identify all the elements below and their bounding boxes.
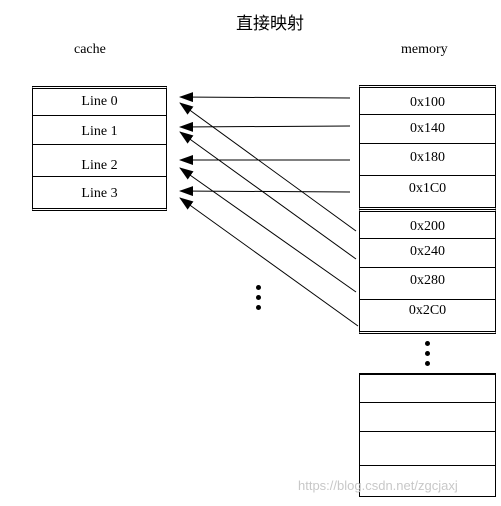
mapping-arrow (179, 92, 351, 103)
cache-label: cache (74, 42, 106, 57)
mapping-arrow (179, 186, 351, 197)
ellipsis-dot (425, 341, 430, 346)
diagram-title: 直接映射 (236, 14, 304, 34)
memory-cell-empty (359, 465, 496, 497)
memory-address-label: 0x2C0 (408, 303, 447, 318)
mapping-arrow (179, 102, 357, 232)
cache-line-0-label: Line 0 (81, 94, 118, 109)
memory-cell-0x2C0: 0x2C0 (359, 299, 496, 334)
cache-line-2-label: Line 2 (81, 158, 118, 173)
mapping-arrow (179, 197, 359, 327)
cache-line-0: Line 0 (32, 86, 167, 116)
memory-cell-0x100: 0x100 (359, 85, 496, 115)
ellipsis-dot (256, 295, 261, 300)
cache-line-2: Line 2 (32, 144, 167, 177)
cache-line-3: Line 3 (32, 176, 167, 211)
memory-address-label: 0x180 (410, 150, 445, 165)
ellipsis-dot (425, 361, 430, 366)
ellipsis-dot (256, 285, 261, 290)
mapping-arrow (179, 131, 357, 260)
memory-cell-empty (359, 431, 496, 466)
memory-address-label: 0x240 (410, 244, 445, 259)
memory-cell-0x240: 0x240 (359, 238, 496, 268)
memory-address-label: 0x100 (410, 95, 445, 110)
memory-address-label: 0x280 (410, 273, 445, 288)
mapping-arrow (179, 167, 357, 293)
memory-address-label: 0x1C0 (408, 181, 447, 196)
cache-line-1-label: Line 1 (81, 124, 118, 139)
memory-address-label: 0x140 (410, 121, 445, 136)
watermark: https://blog.csdn.net/zgcjaxj (298, 478, 458, 493)
memory-address-label: 0x200 (410, 219, 445, 234)
memory-label: memory (401, 42, 448, 57)
mapping-arrow (179, 121, 351, 132)
memory-cell-0x1C0: 0x1C0 (359, 175, 496, 210)
memory-cell-empty (359, 402, 496, 432)
cache-line-1: Line 1 (32, 115, 167, 145)
cache-line-3-label: Line 3 (81, 186, 118, 201)
ellipsis-dot (425, 351, 430, 356)
ellipsis-dot (256, 305, 261, 310)
